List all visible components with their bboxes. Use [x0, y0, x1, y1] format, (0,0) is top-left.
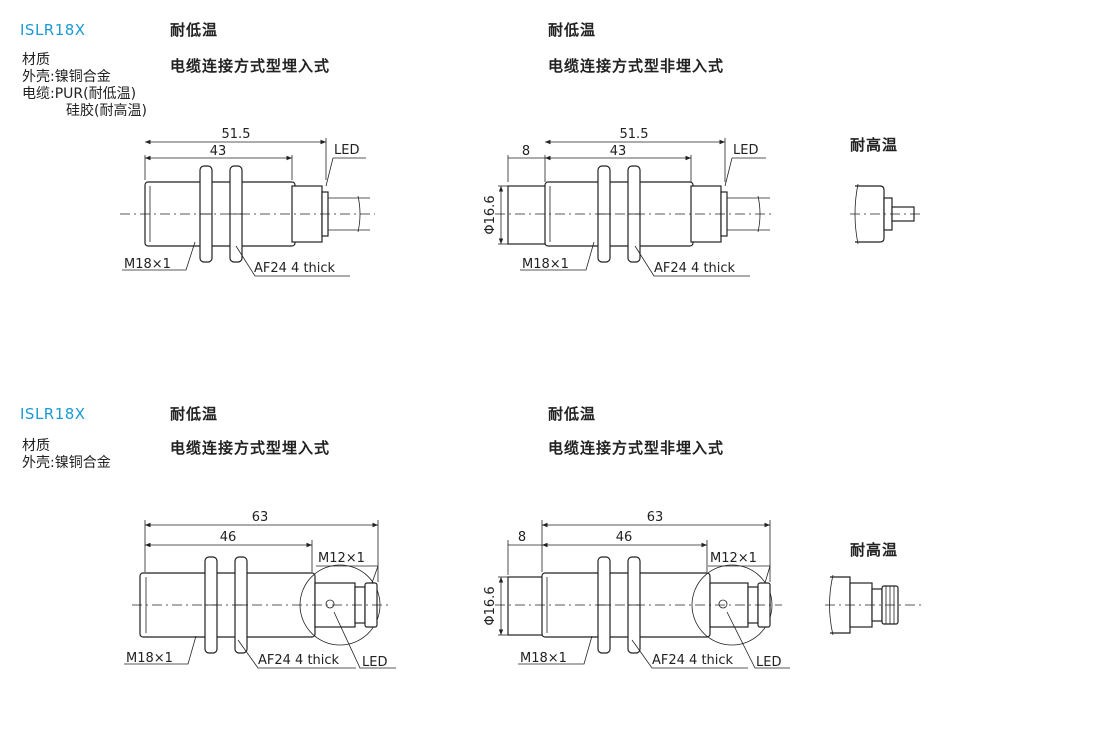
dim-offset: 8: [522, 144, 530, 159]
dim-total-length: 63: [647, 510, 664, 525]
label-thread: M18×1: [124, 257, 171, 272]
heading-left-bottom: 耐低温: [170, 405, 219, 423]
high-temp-connector-detail: [825, 574, 922, 636]
high-temp-label-top: 耐高温: [850, 136, 899, 154]
sensor-nonflush-cable-top: 51.5 43 8 Φ16.6 M18×1 AF24 4 thick LED: [483, 127, 775, 277]
label-thread: M18×1: [522, 257, 569, 272]
model-name-top: ISLR18X: [20, 21, 86, 39]
label-nut: AF24 4 thick: [254, 261, 336, 276]
heading-left-top: 耐低温: [170, 21, 219, 39]
dim-body-length: 43: [610, 144, 627, 159]
label-connector: M12×1: [710, 551, 757, 566]
dim-total-length: 63: [252, 510, 269, 525]
dim-body-length: 46: [220, 530, 237, 545]
label-connector: M12×1: [318, 551, 365, 566]
material-housing-bottom: 外壳:镍铜合金: [22, 455, 111, 471]
label-led: LED: [334, 143, 359, 158]
material-title-bottom: 材质: [22, 438, 50, 454]
label-nut: AF24 4 thick: [654, 261, 736, 276]
material-title-top: 材质: [22, 52, 50, 68]
dim-body-length: 43: [210, 144, 227, 159]
dim-diameter: Φ16.6: [483, 195, 498, 234]
label-led: LED: [362, 655, 387, 670]
dim-diameter: Φ16.6: [483, 586, 498, 625]
dim-total-length: 51.5: [222, 127, 251, 142]
label-led: LED: [756, 655, 781, 670]
subheading-left-top: 电缆连接方式型埋入式: [170, 57, 331, 75]
sensor-flush-connector-bottom: 63 46 M18×1 AF24 4 thick M12×1 LED: [124, 510, 396, 670]
label-thread: M18×1: [520, 651, 567, 666]
dim-total-length: 51.5: [620, 127, 649, 142]
heading-right-top: 耐低温: [548, 21, 597, 39]
subheading-right-bottom: 电缆连接方式型非埋入式: [548, 439, 725, 457]
high-temp-label-bottom: 耐高温: [850, 541, 899, 559]
dim-offset: 8: [518, 530, 526, 545]
sensor-flush-cable-top: 51.5 43 M18×1 AF24 4 thick LED: [120, 127, 375, 277]
label-nut: AF24 4 thick: [258, 653, 340, 668]
high-temp-cable-detail: [850, 183, 922, 245]
material-silicone-top: 硅胶(耐高温): [66, 103, 147, 119]
label-nut: AF24 4 thick: [652, 653, 734, 668]
subheading-right-top: 电缆连接方式型非埋入式: [548, 57, 725, 75]
label-led: LED: [733, 143, 758, 158]
model-name-bottom: ISLR18X: [20, 405, 86, 423]
heading-right-bottom: 耐低温: [548, 405, 597, 423]
label-thread: M18×1: [126, 651, 173, 666]
material-cable-top: 电缆:PUR(耐低温): [22, 86, 137, 102]
sensor-nonflush-connector-bottom: 63 46 8 Φ16.6 M18×1 AF24 4 thick M12×1 L…: [483, 510, 790, 670]
material-housing-top: 外壳:镍铜合金: [22, 69, 111, 85]
subheading-left-bottom: 电缆连接方式型埋入式: [170, 439, 331, 457]
dim-body-length: 46: [616, 530, 633, 545]
